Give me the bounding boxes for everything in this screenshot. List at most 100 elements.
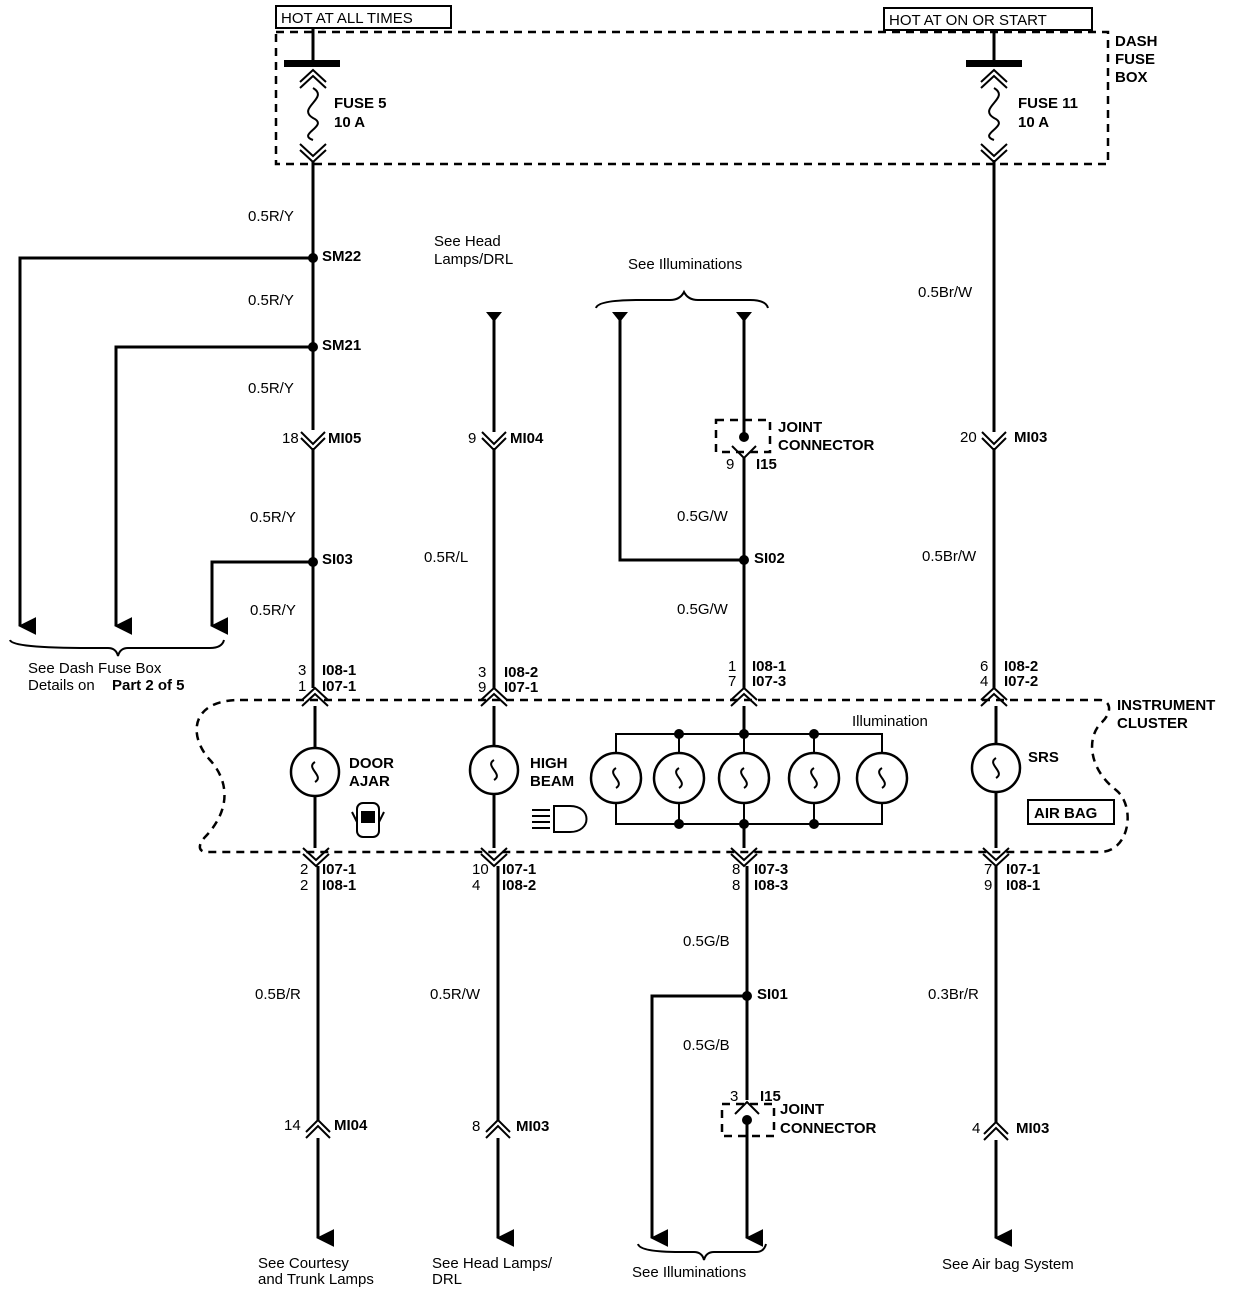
diagram-label: 0.5Br/W <box>918 284 973 301</box>
diagram-label: DOOR <box>349 755 394 772</box>
diagram-label: See Air bag System <box>942 1256 1074 1273</box>
diagram-label: I07-3 <box>752 673 786 690</box>
diagram-label: 10 A <box>1018 114 1049 131</box>
splice-sm22: SM22 <box>322 248 361 265</box>
diagram-label: 3 <box>298 662 306 679</box>
connector-i15-bottom: I15 <box>760 1088 781 1105</box>
diagram-label: 10 <box>472 861 489 878</box>
diagram-label: BEAM <box>530 773 574 790</box>
diagram-label: DRL <box>432 1271 462 1288</box>
splice-sm21: SM21 <box>322 337 361 354</box>
connector-i15-top: I15 <box>756 456 777 473</box>
diagram-label: 3 <box>478 664 486 681</box>
connector-mi03-top: MI03 <box>1014 429 1047 446</box>
diagram-label: HOT AT ALL TIMES <box>281 10 413 27</box>
diagram-label: I08-2 <box>504 664 538 681</box>
splice-si03: SI03 <box>322 551 353 568</box>
diagram-label: I07-3 <box>754 861 788 878</box>
diagram-label: HIGH <box>530 755 568 772</box>
diagram-label: 0.5R/Y <box>248 208 294 225</box>
diagram-label: I07-1 <box>322 861 356 878</box>
fuse-11: FUSE 11 10 A <box>966 30 1078 164</box>
dash-fuse-box-label-3: BOX <box>1115 69 1148 86</box>
diagram-label: 7 <box>728 673 736 690</box>
diagram-label: 1 <box>728 658 736 675</box>
diagram-label: CONNECTOR <box>778 437 875 454</box>
diagram-label: 9 <box>984 877 992 894</box>
instrument-cluster-label-1: INSTRUMENT <box>1117 697 1215 714</box>
fuse-5: FUSE 5 10 A <box>284 28 387 166</box>
diagram-label: I07-1 <box>322 678 356 695</box>
diagram-label: 0.5R/Y <box>248 380 294 397</box>
hot-at-all-times-label: HOT AT ALL TIMES <box>275 5 452 29</box>
diagram-label: I07-1 <box>502 861 536 878</box>
diagram-label: Illumination <box>852 713 928 730</box>
diagram-label: 14 <box>284 1117 301 1134</box>
diagram-label: 0.3Br/R <box>928 986 979 1003</box>
instrument-cluster-label-2: CLUSTER <box>1117 715 1188 732</box>
diagram-label: HOT AT ON OR START <box>889 12 1047 29</box>
diagram-label: I08-1 <box>322 662 356 679</box>
diagram-label: 7 <box>984 861 992 878</box>
diagram-label: See Courtesy <box>258 1255 349 1272</box>
diagram-label: 8 <box>472 1118 480 1135</box>
diagram-label: and Trunk Lamps <box>258 1271 374 1288</box>
diagram-label: I08-1 <box>322 877 356 894</box>
dash-fuse-box-outline <box>274 30 1110 166</box>
diagram-label: See Illuminations <box>632 1264 746 1281</box>
circuit-high-beam: See Head Lamps/DRL 9 MI04 0.5R/L 3 I08-2… <box>424 233 588 1288</box>
diagram-label: 0.5Br/W <box>922 548 977 565</box>
diagram-label: 0.5G/W <box>677 601 729 618</box>
hot-at-on-start-label: HOT AT ON OR START <box>883 7 1093 31</box>
diagram-label: 0.5G/B <box>683 933 730 950</box>
illumination-bulb-bank <box>589 706 909 829</box>
diagram-label: FUSE 11 <box>1018 95 1078 112</box>
connector-mi03-bottom: MI03 <box>1016 1120 1049 1137</box>
diagram-label: 0.5R/Y <box>248 292 294 309</box>
diagram-label: SRS <box>1028 749 1059 766</box>
diagram-label: 1 <box>298 678 306 695</box>
diagram-label: See Head Lamps/ <box>432 1255 553 1272</box>
diagram-label: See Illuminations <box>628 256 742 273</box>
circuit-door-ajar: 0.5R/Y SM22 0.5R/Y SM21 0.5R/Y 18 MI05 0… <box>9 162 394 1288</box>
diagram-label: 6 <box>980 658 988 675</box>
dash-fuse-box-label-1: DASH <box>1115 33 1158 50</box>
diagram-label: 18 <box>282 430 299 447</box>
diagram-label: 4 <box>972 1120 980 1137</box>
diagram-label: 10 A <box>334 114 365 131</box>
diagram-label: 0.5G/W <box>677 508 729 525</box>
diagram-label: 9 <box>468 430 476 447</box>
high-beam-icon <box>532 805 588 833</box>
diagram-label: 8 <box>732 861 740 878</box>
diagram-label: I07-1 <box>1006 861 1040 878</box>
diagram-label: 3 <box>730 1088 738 1105</box>
diagram-label: See Dash Fuse Box <box>28 660 162 677</box>
diagram-label: I08-3 <box>754 877 788 894</box>
diagram-label: 9 <box>726 456 734 473</box>
diagram-label: 4 <box>980 673 988 690</box>
diagram-label: I08-2 <box>1004 658 1038 675</box>
diagram-label: 8 <box>732 877 740 894</box>
diagram-label: 0.5R/W <box>430 986 481 1003</box>
connector-mi05: MI05 <box>328 430 361 447</box>
diagram-label: 20 <box>960 429 977 446</box>
diagram-label: 0.5G/B <box>683 1037 730 1054</box>
diagram-label: FUSE 5 <box>334 95 387 112</box>
air-bag-indicator: AIR BAG <box>1027 799 1115 825</box>
diagram-label: 2 <box>300 877 308 894</box>
diagram-label: 0.5B/R <box>255 986 301 1003</box>
diagram-label: 0.5R/Y <box>250 602 296 619</box>
instrument-cluster-outline <box>195 698 1129 854</box>
diagram-label: Details on <box>28 677 95 694</box>
splice-si01: SI01 <box>757 986 788 1003</box>
circuit-srs: 0.5Br/W 20 MI03 0.5Br/W 6 I08-2 4 I07-2 … <box>918 160 1115 1273</box>
diagram-label: AJAR <box>349 773 390 790</box>
diagram-label: See Head <box>434 233 501 250</box>
connector-mi04-bottom: MI04 <box>334 1117 368 1134</box>
diagram-label: I08-1 <box>752 658 786 675</box>
diagram-label: I08-1 <box>1006 877 1040 894</box>
circuit-illumination: See Illuminations JOINT CONNECTOR 9 I15 … <box>589 256 928 1281</box>
diagram-label: I07-1 <box>504 679 538 696</box>
connector-mi04-top: MI04 <box>510 430 544 447</box>
